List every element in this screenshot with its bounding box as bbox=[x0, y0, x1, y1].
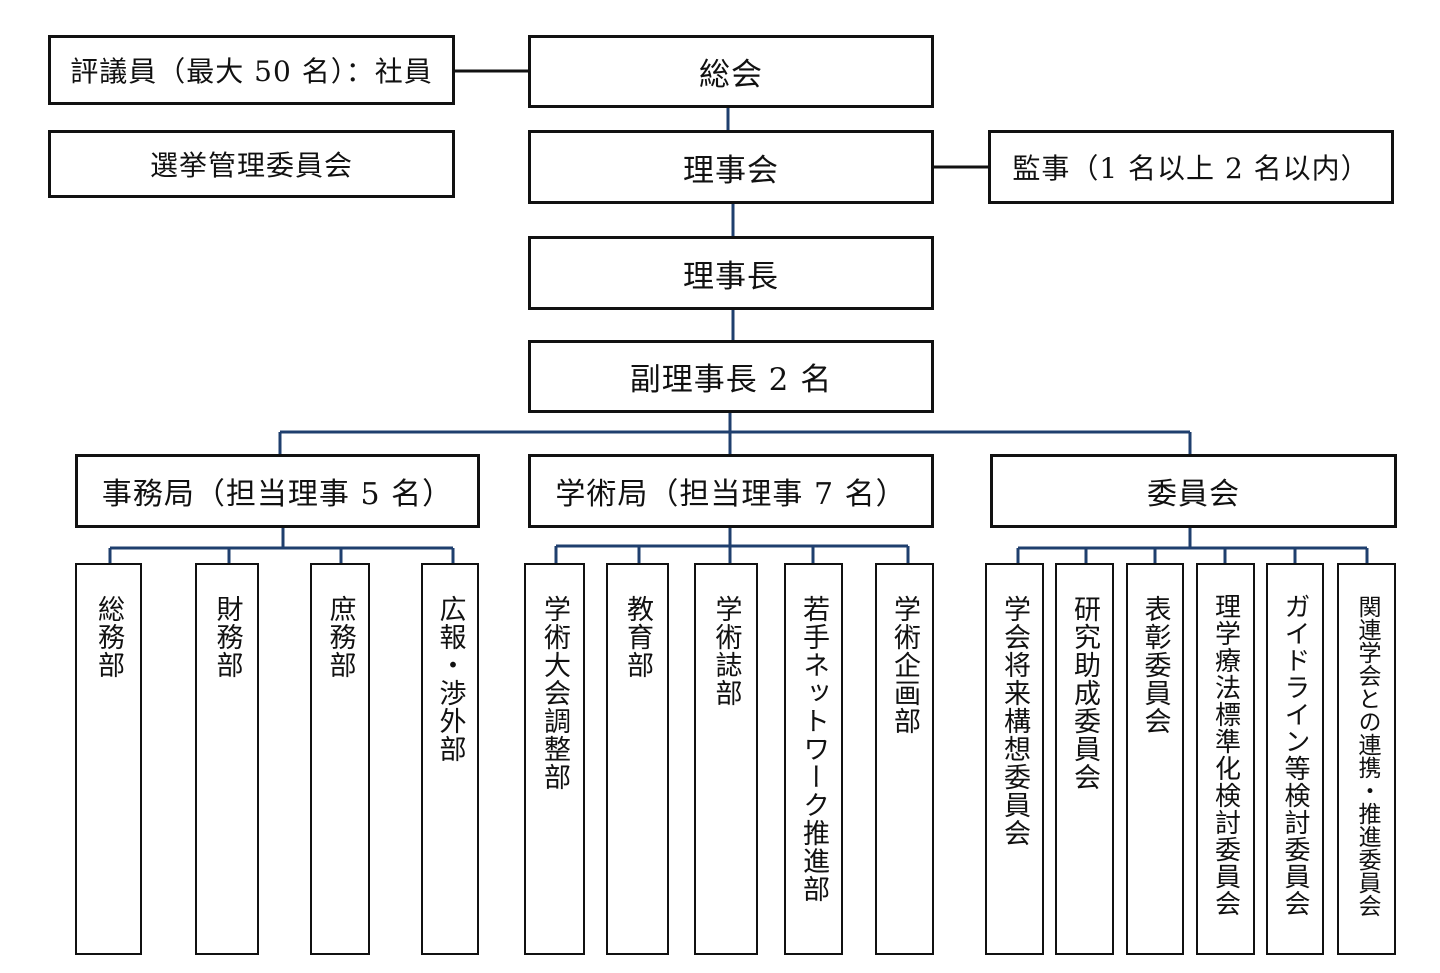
dept-box: 広報・渉外部 bbox=[421, 563, 479, 955]
dept-box: 学術大会調整部 bbox=[524, 563, 585, 955]
academic-bureau-box: 学術局（担当理事 7 名） bbox=[528, 454, 934, 528]
dept-label: 庶務部 bbox=[324, 595, 356, 679]
dept-label: 学術誌部 bbox=[710, 595, 742, 707]
board-box: 理事会 bbox=[528, 130, 934, 204]
secretariat-box: 事務局（担当理事 5 名） bbox=[75, 454, 480, 528]
dept-label: 若手ネットワーク推進部 bbox=[798, 595, 829, 903]
dept-box: 学術企画部 bbox=[875, 563, 934, 955]
general-assembly-box: 総会 bbox=[528, 35, 934, 108]
councilors-box: 評議員（最大 50 名）：社員 bbox=[48, 35, 455, 105]
board-label: 理事会 bbox=[683, 152, 779, 189]
committee-box: 研究助成委員会 bbox=[1055, 563, 1114, 955]
election-committee-box: 選挙管理委員会 bbox=[48, 130, 455, 198]
dept-box: 財務部 bbox=[195, 563, 259, 955]
dept-label: 教育部 bbox=[622, 595, 653, 679]
committee-label: 研究助成委員会 bbox=[1069, 595, 1100, 791]
councilors-label: 評議員（最大 50 名）：社員 bbox=[70, 55, 433, 88]
auditors-box: 監事（1 名以上 2 名以内） bbox=[988, 130, 1394, 204]
auditors-label: 監事（1 名以上 2 名以内） bbox=[1012, 152, 1370, 185]
dept-label: 財務部 bbox=[211, 595, 243, 679]
dept-box: 総務部 bbox=[75, 563, 142, 955]
committee-box: ガイドライン等検討委員会 bbox=[1266, 563, 1324, 955]
vice-presidents-label: 副理事長 2 名 bbox=[629, 362, 833, 398]
committees-label: 委員会 bbox=[1147, 477, 1240, 512]
president-box: 理事長 bbox=[528, 236, 934, 310]
committee-box: 関連学会との連携・推進委員会 bbox=[1337, 563, 1396, 955]
president-label: 理事長 bbox=[683, 258, 779, 295]
dept-label: 広報・渉外部 bbox=[434, 595, 466, 763]
dept-label: 学術企画部 bbox=[889, 595, 920, 735]
committee-label: 理学療法標準化検討委員会 bbox=[1210, 593, 1241, 917]
committee-label: 学会将来構想委員会 bbox=[999, 595, 1030, 847]
committee-box: 学会将来構想委員会 bbox=[985, 563, 1044, 955]
committee-box: 理学療法標準化検討委員会 bbox=[1196, 563, 1255, 955]
dept-box: 学術誌部 bbox=[694, 563, 758, 955]
committees-box: 委員会 bbox=[990, 454, 1397, 528]
dept-box: 庶務部 bbox=[310, 563, 370, 955]
dept-label: 学術大会調整部 bbox=[539, 595, 570, 791]
general-assembly-label: 総会 bbox=[699, 57, 763, 93]
committee-label: 関連学会との連携・推進委員会 bbox=[1354, 595, 1380, 917]
secretariat-label: 事務局（担当理事 5 名） bbox=[101, 477, 454, 512]
committee-label: ガイドライン等検討委員会 bbox=[1280, 593, 1310, 917]
vice-presidents-box: 副理事長 2 名 bbox=[528, 340, 934, 413]
committee-label: 表彰委員会 bbox=[1139, 595, 1171, 735]
dept-label: 総務部 bbox=[93, 595, 124, 679]
dept-box: 若手ネットワーク推進部 bbox=[784, 563, 843, 955]
committee-box: 表彰委員会 bbox=[1126, 563, 1184, 955]
dept-box: 教育部 bbox=[606, 563, 669, 955]
academic-bureau-label: 学術局（担当理事 7 名） bbox=[555, 477, 907, 512]
election-committee-label: 選挙管理委員会 bbox=[149, 149, 353, 182]
